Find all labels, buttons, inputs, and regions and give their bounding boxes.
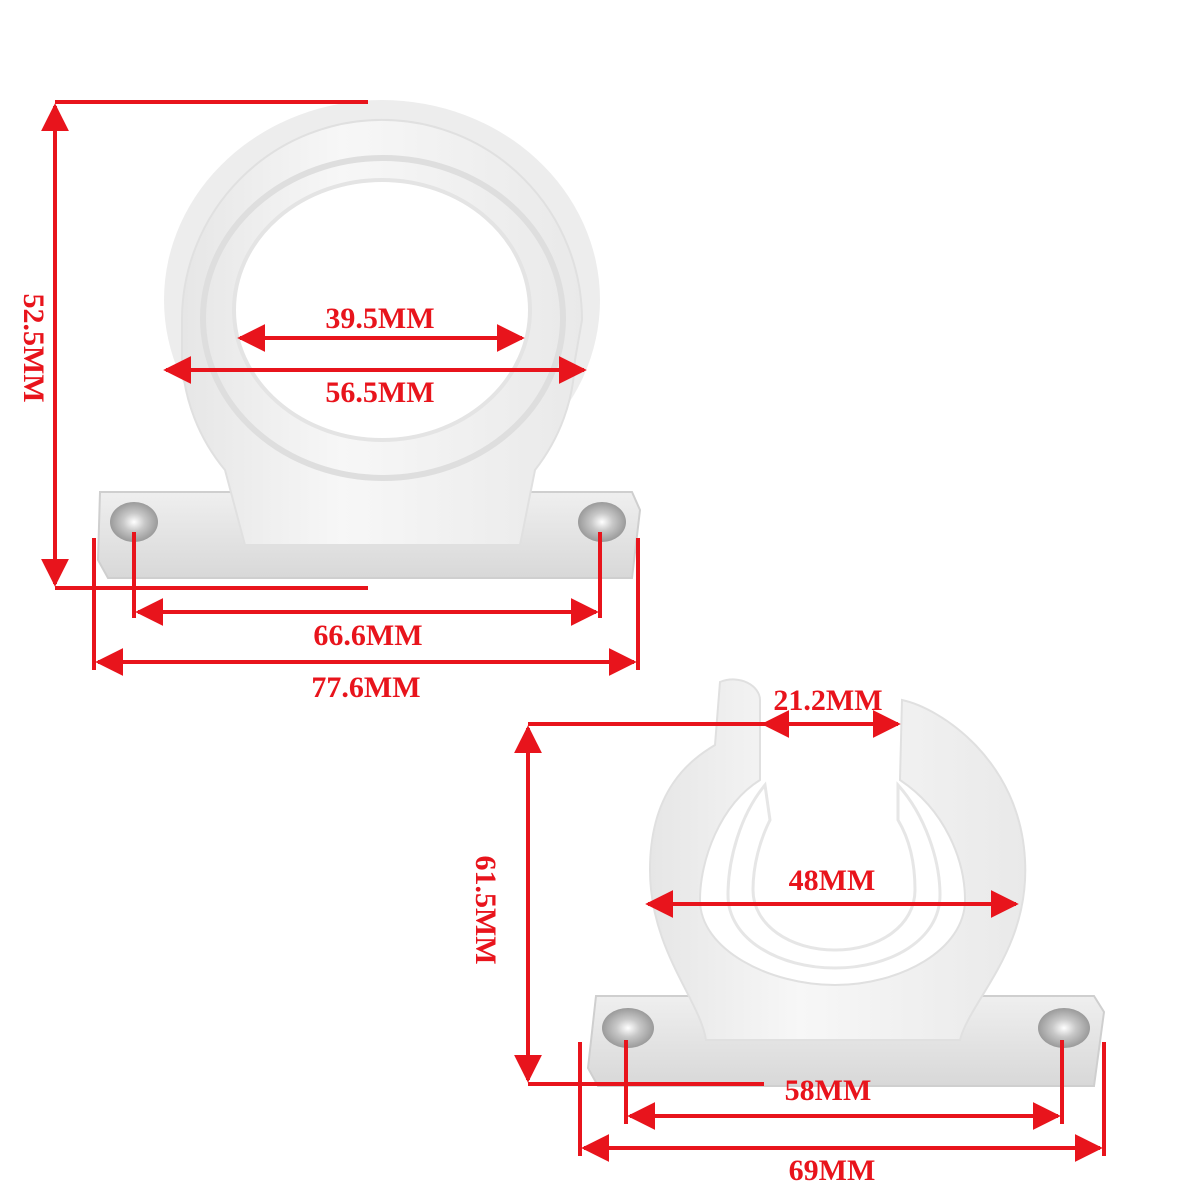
open-clip-opening bbox=[726, 781, 942, 970]
open-height-label: 61.5MM bbox=[469, 855, 502, 964]
closed-outer-diameter-label: 56.5MM bbox=[325, 376, 434, 409]
closed-clip-right-hole bbox=[578, 502, 626, 542]
open-base-length-label: 69MM bbox=[789, 1154, 876, 1187]
closed-clip-groove bbox=[200, 155, 566, 481]
open-clip-part bbox=[586, 678, 1106, 1087]
open-hole-spacing-label: 58MM bbox=[785, 1074, 872, 1107]
closed-height-label: 52.5MM bbox=[17, 293, 50, 402]
open-clip-body bbox=[648, 678, 1027, 1041]
open-opening-width-label: 21.2MM bbox=[773, 684, 882, 717]
closed-clip-left-hole bbox=[110, 502, 158, 542]
closed-hole-spacing-label: 66.6MM bbox=[313, 619, 422, 652]
closed-base-length-label: 77.6MM bbox=[311, 671, 420, 704]
open-clip-right-hole bbox=[1038, 1008, 1090, 1048]
open-clip-left-hole bbox=[602, 1008, 654, 1048]
closed-clip-dimensions bbox=[41, 100, 640, 676]
closed-inner-diameter-label: 39.5MM bbox=[325, 302, 434, 335]
open-inner-diameter-label: 48MM bbox=[789, 864, 876, 897]
open-clip-dimensions bbox=[514, 710, 1106, 1162]
